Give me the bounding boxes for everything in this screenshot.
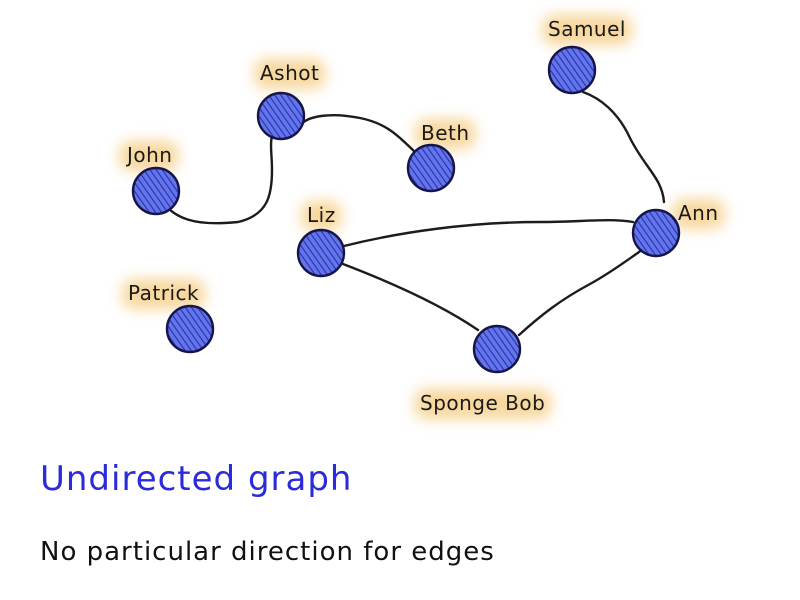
node-ann [631, 208, 681, 258]
label-glow-beth [415, 119, 476, 149]
node-label-patrick: Patrick [128, 281, 199, 305]
node-label-ann: Ann [678, 201, 719, 225]
node-liz [296, 228, 346, 278]
edge-john-ashot [154, 124, 278, 225]
label-glow-layer [119, 15, 725, 419]
node-john [131, 166, 181, 216]
node-label-beth: Beth [421, 121, 470, 145]
edge-sponge-bob-ann [517, 248, 644, 337]
edge-liz-sponge-bob [341, 262, 480, 332]
label-glow-patrick [122, 279, 206, 309]
edge-ashot-beth [298, 113, 420, 157]
node-sponge-bob [472, 324, 522, 374]
node-label-sponge-bob: Sponge Bob [420, 391, 545, 415]
edge-samuel-ann [581, 90, 666, 204]
node-label-liz: Liz [307, 203, 336, 227]
label-glow-ann [672, 199, 725, 229]
edges [154, 90, 666, 337]
label-glow-liz [301, 201, 342, 231]
node-beth [406, 143, 456, 193]
label-glow-ashot [254, 59, 326, 89]
node-label-samuel: Samuel [548, 17, 626, 41]
edge-liz-ann [342, 219, 635, 248]
node-label-john: John [125, 143, 173, 167]
node-ashot [256, 91, 306, 141]
nodes [131, 45, 681, 374]
label-glow-sponge-bob [414, 389, 552, 419]
node-samuel [547, 45, 597, 95]
label-glow-john [119, 141, 179, 171]
diagram-title: Undirected graph [40, 459, 352, 499]
node-patrick [165, 304, 215, 354]
label-glow-samuel [542, 15, 632, 45]
node-label-ashot: Ashot [260, 61, 319, 85]
diagram-subtitle: No particular direction for edges [40, 537, 495, 567]
